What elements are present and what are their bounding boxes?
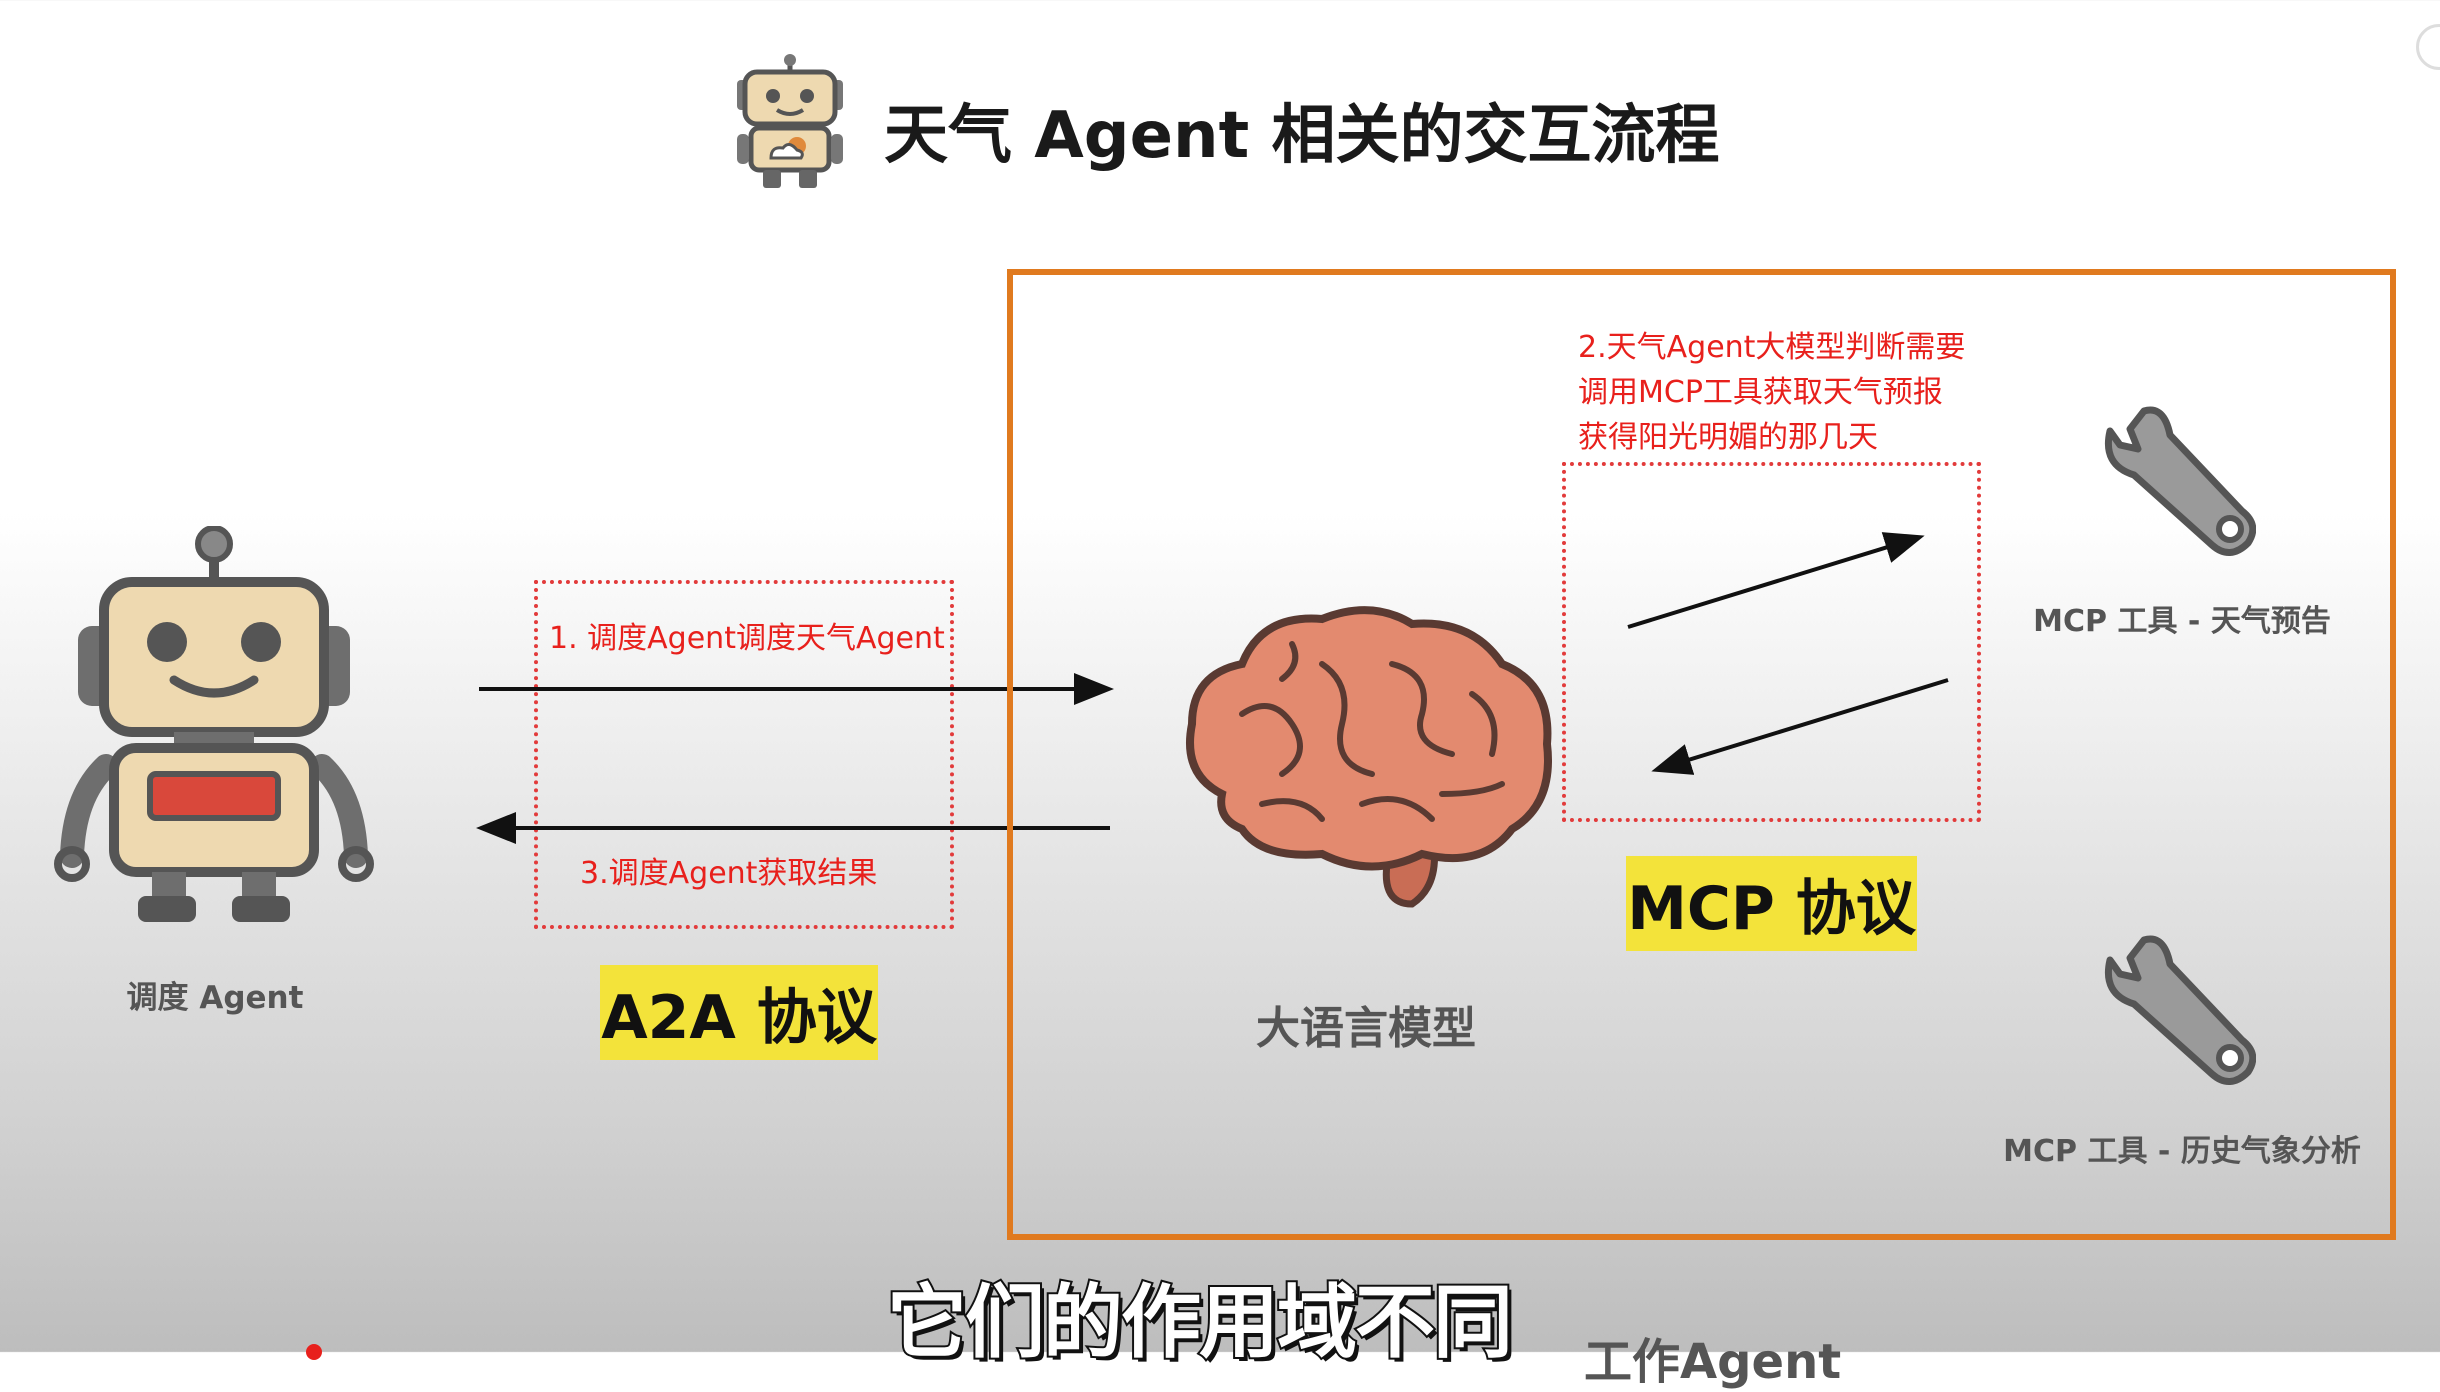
dispatcher-robot-icon [54, 526, 374, 922]
mcp-dotted-box [1562, 462, 1981, 822]
a2a-arrows [476, 673, 1114, 844]
step1-label: 1. 调度Agent调度天气Agent [549, 621, 945, 656]
red-marker [306, 1344, 322, 1360]
step2-line-2: 调用MCP工具获取天气预报 [1578, 375, 1943, 410]
dispatcher-agent-label: 调度 Agent [126, 980, 304, 1016]
step2-line-1: 2.天气Agent大模型判断需要 [1578, 330, 1966, 365]
mcp-protocol-badge: MCP 协议 [1626, 856, 1917, 951]
weather-agent-box [1007, 269, 2396, 1240]
wrench-icon [2105, 406, 2256, 556]
a2a-dotted-box [534, 580, 954, 929]
partial-text: 工作Agent [1584, 1334, 1842, 1390]
page-title: 天气 Agent 相关的交互流程 [884, 99, 1720, 173]
mcp-arrows [1627, 532, 1949, 775]
tool-result-arrow [1651, 678, 1949, 775]
tool-call-arrow [1627, 532, 1925, 629]
wrench-icon [2105, 935, 2256, 1085]
info-icon[interactable] [2416, 24, 2440, 70]
video-subtitle: 它们的作用域不同 [885, 1274, 1515, 1371]
step3-label: 3.调度Agent获取结果 [580, 856, 878, 891]
llm-label: 大语言模型 [1256, 1003, 1476, 1054]
step2-line-3: 获得阳光明媚的那几天 [1578, 420, 1878, 455]
brain-icon [1186, 606, 1552, 908]
mcp-tool-forecast-label: MCP 工具 - 天气预告 [2033, 604, 2331, 639]
a2a-protocol-badge: A2A 协议 [600, 965, 878, 1060]
mcp-tool-history-label: MCP 工具 - 历史气象分析 [2003, 1134, 2361, 1169]
weather-robot-icon [737, 54, 843, 188]
